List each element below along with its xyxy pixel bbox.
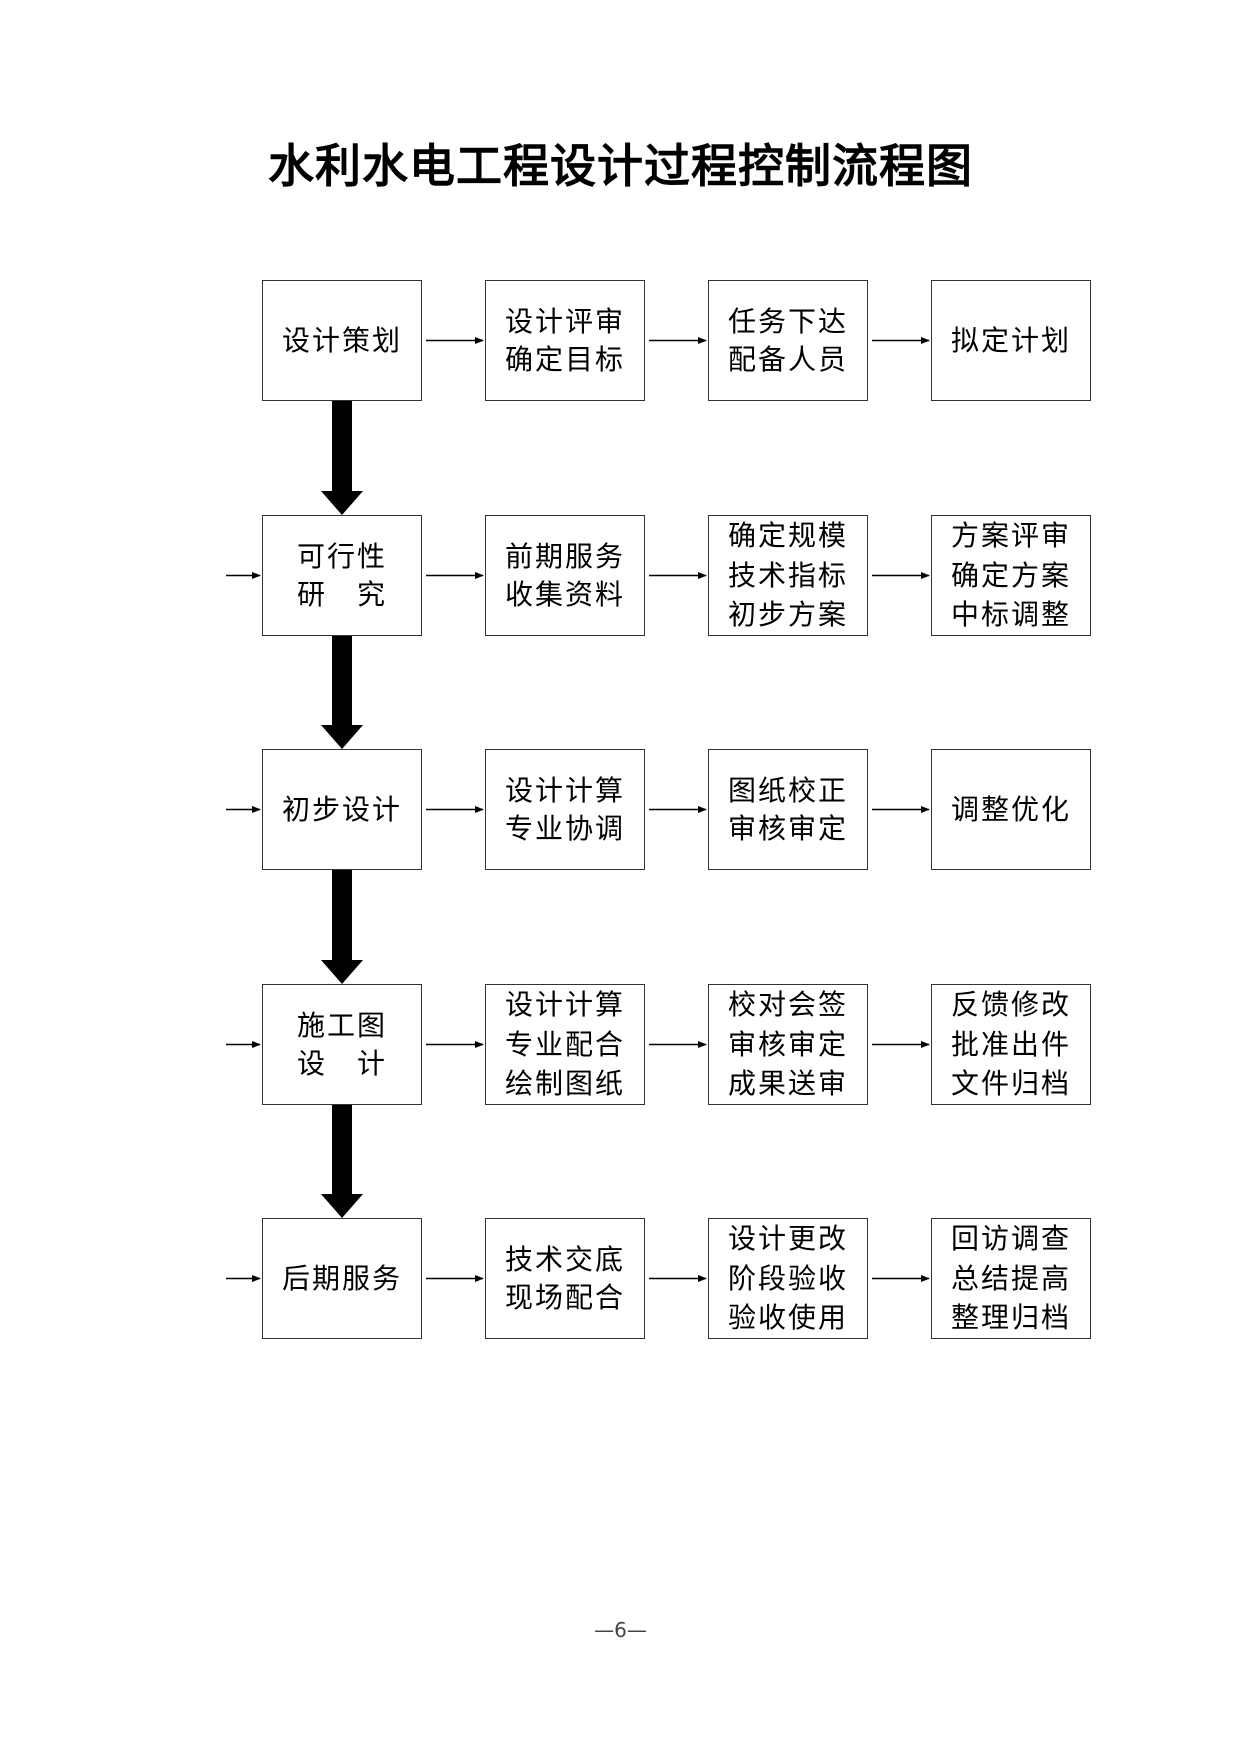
flow-step-text: 设 计 — [296, 1046, 387, 1080]
flow-step-box: 确定规模技术指标初步方案 — [708, 515, 868, 636]
flow-step-box: 回访调查总结提高整理归档 — [931, 1218, 1091, 1339]
flow-step-text: 总结提高 — [950, 1261, 1071, 1295]
down-arrow — [321, 401, 363, 515]
flow-step-text: 技术指标 — [727, 558, 848, 592]
flow-step-text: 设计更改 — [727, 1222, 848, 1256]
flow-step-text: 可行性 — [296, 539, 387, 573]
flow-step-text: 校对会签 — [727, 988, 848, 1022]
flow-step-text: 研 究 — [296, 577, 387, 611]
flow-step-text: 初步方案 — [727, 597, 848, 631]
flow-step-box: 图纸校正审核审定 — [708, 749, 868, 870]
flow-step-box: 设计计算专业协调 — [485, 749, 645, 870]
flow-step-text: 整理归档 — [950, 1300, 1071, 1334]
flow-step-box: 反馈修改批准出件文件归档 — [931, 984, 1091, 1105]
flow-step-box: 拟定计划 — [931, 280, 1091, 401]
flow-step-text: 调整优化 — [950, 792, 1071, 826]
flow-step-text: 验收使用 — [727, 1300, 848, 1334]
down-arrow — [321, 1105, 363, 1218]
flow-step-text: 成果送审 — [727, 1066, 848, 1100]
flow-step-text: 回访调查 — [950, 1222, 1071, 1256]
flow-step-text: 设计计算 — [504, 988, 625, 1022]
flow-step-text: 后期服务 — [281, 1261, 402, 1295]
flow-step-text: 绘制图纸 — [504, 1066, 625, 1100]
flow-step-text: 前期服务 — [504, 539, 625, 573]
flow-step-text: 现场配合 — [504, 1280, 625, 1314]
flow-step-box: 设计计算专业配合绘制图纸 — [485, 984, 645, 1105]
flow-step-text: 文件归档 — [950, 1066, 1071, 1100]
flow-step-text: 初步设计 — [281, 792, 402, 826]
flow-step-text: 阶段验收 — [727, 1261, 848, 1295]
flow-step-text: 审核审定 — [727, 811, 848, 845]
flow-step-text: 确定目标 — [504, 342, 625, 376]
flow-step-box: 方案评审确定方案中标调整 — [931, 515, 1091, 636]
down-arrow — [321, 636, 363, 749]
flow-step-text: 设计计算 — [504, 773, 625, 807]
flow-step-box: 设计策划 — [262, 280, 422, 401]
flow-step-text: 设计评审 — [504, 304, 625, 338]
flow-step-text: 专业协调 — [504, 811, 625, 845]
flow-step-text: 确定方案 — [950, 558, 1071, 592]
page-title: 水利水电工程设计过程控制流程图 — [268, 139, 973, 193]
flow-step-box: 校对会签审核审定成果送审 — [708, 984, 868, 1105]
flow-step-text: 方案评审 — [950, 519, 1071, 553]
flow-step-box: 初步设计 — [262, 749, 422, 870]
flow-step-text: 中标调整 — [950, 597, 1071, 631]
down-arrow — [321, 870, 363, 984]
flow-step-box: 任务下达配备人员 — [708, 280, 868, 401]
flow-step-text: 拟定计划 — [950, 323, 1071, 357]
flow-step-box: 设计评审确定目标 — [485, 280, 645, 401]
flow-step-text: 审核审定 — [727, 1027, 848, 1061]
flow-step-text: 设计策划 — [281, 323, 402, 357]
flow-step-text: 批准出件 — [950, 1027, 1071, 1061]
flow-step-box: 调整优化 — [931, 749, 1091, 870]
flow-step-text: 技术交底 — [504, 1242, 625, 1276]
flow-step-text: 任务下达 — [727, 304, 848, 338]
flow-step-box: 设计更改阶段验收验收使用 — [708, 1218, 868, 1339]
flow-step-text: 配备人员 — [727, 342, 848, 376]
flow-step-text: 图纸校正 — [727, 773, 848, 807]
flow-step-box: 后期服务 — [262, 1218, 422, 1339]
flow-step-text: 收集资料 — [504, 577, 625, 611]
flow-step-text: 确定规模 — [727, 519, 848, 553]
flow-step-text: 施工图 — [296, 1008, 387, 1042]
flow-step-text: 反馈修改 — [950, 988, 1071, 1022]
flow-step-box: 施工图设 计 — [262, 984, 422, 1105]
page-number: —6— — [594, 1618, 647, 1642]
flow-step-box: 技术交底现场配合 — [485, 1218, 645, 1339]
flow-step-text: 专业配合 — [504, 1027, 625, 1061]
flow-step-box: 可行性研 究 — [262, 515, 422, 636]
flow-step-box: 前期服务收集资料 — [485, 515, 645, 636]
